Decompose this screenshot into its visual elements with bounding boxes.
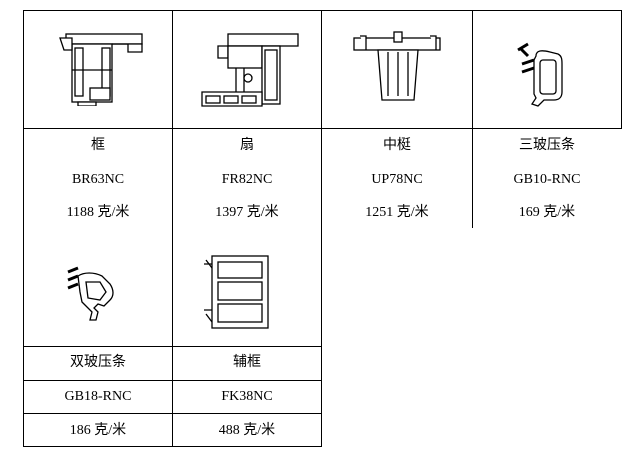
triple-glazing-bead-icon: [514, 42, 566, 110]
profile-code: FK38NC: [221, 389, 273, 404]
profile-code: BR63NC: [71, 172, 125, 187]
frame-profile-icon: [56, 30, 146, 106]
double-glazing-bead-icon: [64, 262, 120, 326]
profile-weight: 169 克/米: [518, 205, 576, 220]
profile-weight: 488 克/米: [218, 423, 276, 438]
profile-code: GB18-RNC: [64, 389, 132, 404]
profile-name: 三玻压条: [519, 138, 575, 153]
profile-name: 双玻压条: [70, 355, 126, 370]
profile-name: 中梃: [383, 138, 411, 153]
profile-weight: 1397 克/米: [215, 205, 279, 220]
profile-name: 框: [91, 138, 105, 153]
sash-profile-icon: [198, 30, 303, 108]
profile-name: 辅框: [233, 355, 261, 370]
profile-name: 扇: [240, 138, 254, 153]
profile-weight: 186 克/米: [69, 423, 127, 438]
profile-weight: 1251 克/米: [365, 205, 429, 220]
profile-code: FR82NC: [221, 172, 273, 187]
profile-code: GB10-RNC: [513, 172, 581, 187]
auxiliary-frame-profile-icon: [200, 250, 272, 330]
profile-code: UP78NC: [371, 172, 423, 187]
mullion-profile-icon: [350, 30, 445, 102]
profile-weight: 1188 克/米: [66, 205, 130, 220]
